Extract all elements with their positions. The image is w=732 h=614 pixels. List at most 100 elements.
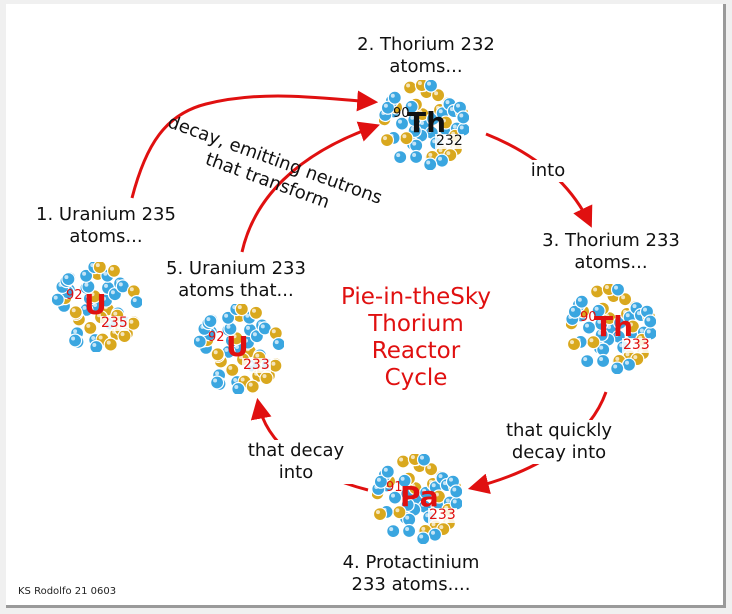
neutron	[610, 284, 626, 297]
arrow-u233-to-th232	[240, 121, 380, 253]
diagram-title: Pie-in-theSky Thorium Reactor Cycle	[341, 284, 491, 391]
highlight	[102, 296, 106, 301]
element-symbol: U	[226, 330, 249, 363]
proton	[566, 336, 582, 352]
neutron	[401, 523, 417, 539]
highlight	[459, 125, 464, 130]
highlight	[234, 385, 239, 389]
highlight	[237, 305, 242, 310]
highlight	[639, 328, 644, 333]
highlight	[614, 285, 618, 290]
highlight	[245, 313, 250, 318]
highlight	[445, 100, 450, 105]
highlight	[260, 324, 265, 329]
highlight	[410, 115, 415, 120]
highlight	[82, 305, 87, 310]
element-symbol: U	[84, 288, 107, 321]
highlight	[412, 141, 417, 146]
highlight	[405, 515, 410, 520]
proton	[103, 337, 118, 352]
highlight	[633, 355, 638, 360]
highlight	[585, 323, 589, 328]
highlight	[594, 306, 599, 311]
highlight	[390, 93, 395, 98]
highlight	[431, 522, 436, 527]
proton	[234, 304, 249, 317]
highlight	[589, 338, 594, 343]
highlight	[431, 483, 436, 488]
highlight	[427, 128, 432, 133]
neutron	[416, 454, 432, 467]
highlight	[402, 134, 407, 139]
proton	[248, 305, 264, 320]
highlight	[616, 318, 621, 323]
neutron	[129, 295, 142, 310]
highlight	[449, 477, 453, 482]
proton	[396, 454, 411, 469]
highlight	[246, 325, 250, 330]
highlight	[599, 345, 604, 350]
highlight	[252, 308, 256, 313]
highlight	[271, 329, 276, 334]
proton	[225, 362, 240, 378]
highlight	[613, 364, 618, 369]
proton	[106, 263, 122, 278]
highlight	[129, 287, 134, 292]
highlight	[459, 113, 464, 118]
neutron	[449, 484, 462, 499]
neutron	[427, 527, 443, 542]
highlight	[646, 317, 651, 322]
highlight	[195, 337, 200, 342]
highlight	[604, 285, 609, 290]
neutron	[380, 464, 395, 479]
neutron	[580, 353, 595, 369]
nucleon-cluster	[379, 80, 469, 170]
atomic-number: 90	[580, 310, 597, 325]
arrow-u235-to-th232	[130, 90, 379, 199]
neutron	[203, 314, 218, 329]
highlight	[110, 266, 114, 271]
highlight	[418, 110, 423, 115]
neutron	[456, 110, 469, 125]
highlight	[84, 282, 89, 287]
neutron	[610, 361, 625, 374]
highlight	[406, 83, 411, 88]
neutron	[52, 292, 65, 307]
neutron	[61, 272, 76, 287]
highlight	[129, 319, 134, 324]
highlight	[118, 282, 123, 287]
highlight	[95, 263, 100, 268]
atomic-number: 91	[386, 480, 403, 495]
highlight	[422, 488, 427, 493]
highlight	[90, 292, 95, 297]
highlight	[439, 525, 444, 530]
highlight	[396, 153, 401, 158]
highlight	[625, 352, 630, 357]
highlight	[646, 329, 651, 334]
mass-number: 233	[242, 357, 271, 373]
highlight	[452, 499, 457, 504]
highlight	[132, 298, 137, 303]
highlight	[228, 365, 233, 370]
highlight	[395, 508, 400, 513]
highlight	[643, 307, 647, 312]
highlight	[605, 314, 610, 319]
highlight	[431, 530, 435, 535]
highlight	[449, 107, 454, 112]
highlight	[621, 295, 626, 300]
highlight	[213, 378, 218, 383]
neutron	[386, 523, 401, 539]
highlight	[597, 319, 602, 324]
highlight	[441, 118, 446, 123]
neutron	[393, 149, 408, 165]
neutron	[194, 334, 207, 349]
highlight	[434, 492, 439, 497]
highlight	[570, 340, 574, 345]
highlight	[213, 350, 218, 355]
